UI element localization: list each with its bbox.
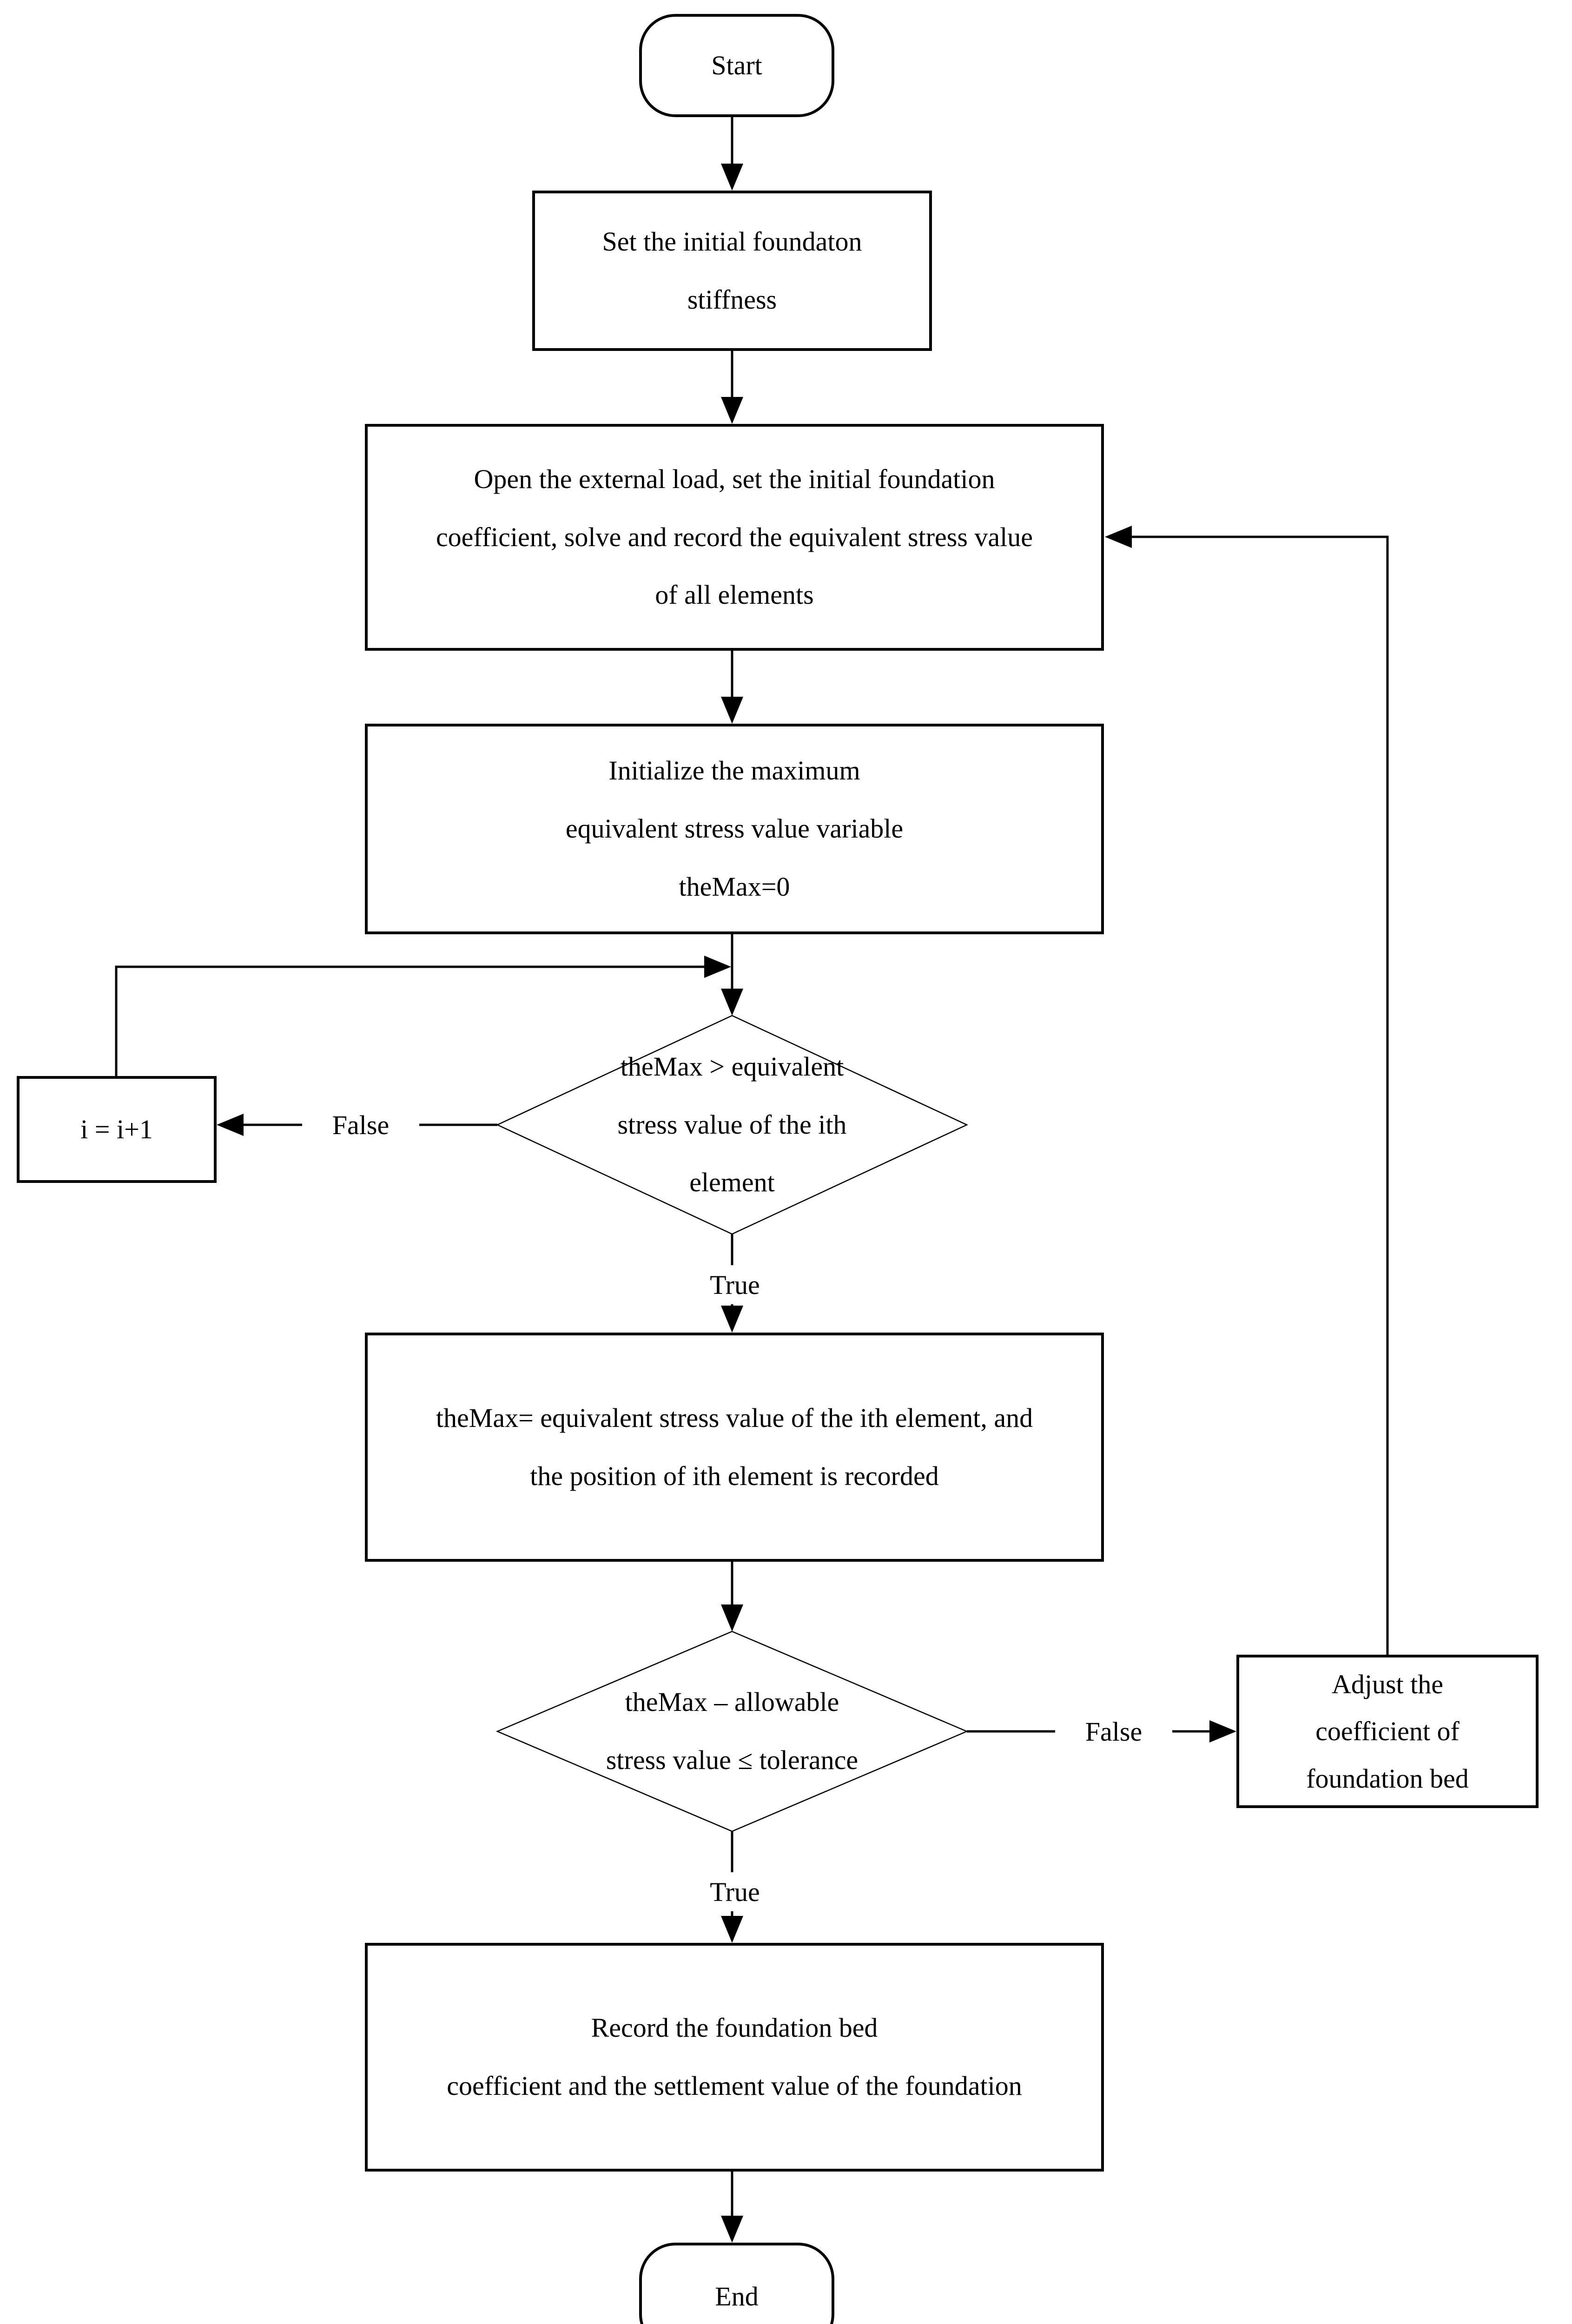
edge-label-true-decision-max: True	[681, 1265, 789, 1304]
node-decision-tolerance-label: theMax – allowable stress value ≤ tolera…	[606, 1687, 859, 1775]
node-increment: i = i+1	[17, 1076, 217, 1183]
node-open-load: Open the external load, set the initial …	[365, 424, 1104, 651]
decision-shapes	[495, 1015, 969, 1832]
node-assign-max: theMax= equivalent stress value of the i…	[365, 1333, 1104, 1562]
arrowhead-feedback-into-open	[1105, 526, 1132, 548]
arrowhead-into-init	[721, 697, 743, 724]
edge-label-false-decision-max: False	[302, 1105, 419, 1144]
node-init-max: Initialize the maximum equivalent stress…	[365, 724, 1104, 934]
arrowhead-into-decision2	[721, 1604, 743, 1631]
edge-label-false-decision-tolerance: False	[1055, 1712, 1172, 1751]
node-decision-max-label: theMax > equivalent stress value of the …	[617, 1051, 847, 1198]
node-record-result: Record the foundation bed coefficient an…	[365, 1943, 1104, 2172]
node-end: End	[639, 2243, 834, 2324]
arrowhead-into-decision	[721, 989, 743, 1016]
node-set-stiffness: Set the initial foundaton stiffness	[532, 191, 932, 351]
arrowhead-into-record	[721, 1916, 743, 1943]
node-adjust-coefficient: Adjust the coefficient of foundation bed	[1236, 1655, 1539, 1808]
arrowheads	[217, 164, 1236, 2243]
arrowhead-into-assign	[721, 1306, 743, 1333]
edge-increment-loop	[115, 965, 707, 1076]
edge-adjust-feedback	[1129, 535, 1389, 1655]
arrowhead-into-increment	[217, 1114, 244, 1136]
edge-label-true-decision-tolerance: True	[681, 1872, 789, 1911]
arrowhead-into-set	[721, 164, 743, 191]
arrowhead-into-end	[721, 2216, 743, 2243]
decision-max-diamond	[496, 1015, 968, 1235]
node-start: Start	[639, 14, 834, 117]
arrowhead-into-open	[721, 397, 743, 424]
decision-tolerance-diamond	[495, 1631, 969, 1832]
arrowhead-loop-junction	[704, 956, 731, 978]
arrowhead-into-adjust	[1209, 1720, 1236, 1743]
